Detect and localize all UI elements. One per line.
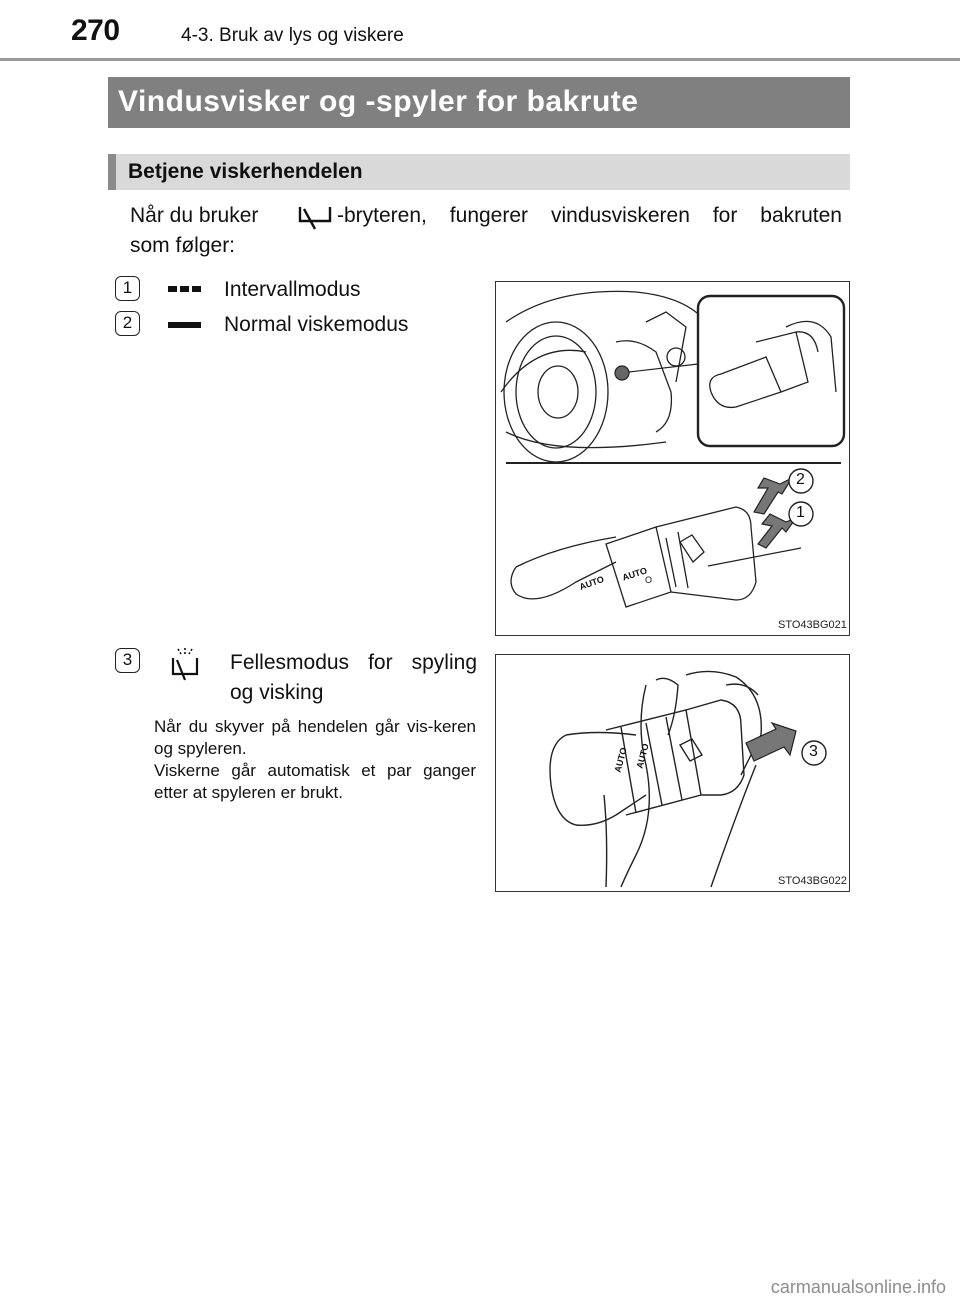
intro-text-start: Når du bruker — [130, 204, 259, 227]
running-head: 4-3. Bruk av lys og viskere — [181, 25, 404, 46]
section-title: Vindusvisker og -spyler for bakrute — [118, 85, 639, 118]
figure-2-callout-3: 3 — [809, 743, 818, 760]
rear-wiper-switch-icon — [298, 207, 332, 230]
intro-text-end: -bryteren, fungerer vindusviskeren for b… — [337, 204, 842, 227]
figure-2-code: STO43BG022 — [778, 875, 847, 887]
figure-washer-lever: AUTO AUTO 3 STO43BG022 — [495, 654, 850, 892]
figure-1-code: STO43BG021 — [778, 619, 847, 631]
intro-text-line2: som følger: — [130, 234, 236, 257]
lever-label-off: O — [645, 575, 653, 585]
intermittent-mode-icon — [168, 286, 201, 292]
subsection-bar — [108, 154, 850, 190]
item-1-number: 1 — [115, 276, 140, 301]
item-3-label-line2: og visking — [230, 681, 324, 704]
item-3-description: Når du skyver på hendelen går vis-keren … — [154, 716, 476, 804]
section-title-bar — [108, 77, 850, 128]
wiper-lever-illustration — [500, 290, 846, 608]
description-paragraph-2: Viskerne går automatisk et par ganger et… — [154, 761, 476, 802]
normal-mode-icon — [168, 322, 201, 328]
figure-1-callout-2: 2 — [796, 471, 805, 488]
washer-lever-illustration — [549, 670, 827, 888]
watermark: carmanualsonline.info — [770, 1277, 946, 1297]
item-3-label-line1: Fellesmodus for spyling — [230, 651, 477, 674]
item-2-label: Normal viskemodus — [224, 313, 409, 336]
figure-1-callout-1: 1 — [796, 504, 805, 521]
header-rule — [0, 58, 960, 61]
figure-wiper-lever: AUTO AUTO O 2 1 STO43BG021 — [495, 281, 850, 636]
washer-mode-icon — [171, 648, 199, 681]
description-paragraph-1: Når du skyver på hendelen går vis-keren … — [154, 717, 476, 758]
item-3-number: 3 — [115, 648, 140, 673]
item-1-label: Intervallmodus — [224, 278, 361, 301]
subsection-title: Betjene viskerhendelen — [128, 160, 363, 183]
item-2-number: 2 — [115, 311, 140, 336]
page-number: 270 — [71, 14, 120, 47]
